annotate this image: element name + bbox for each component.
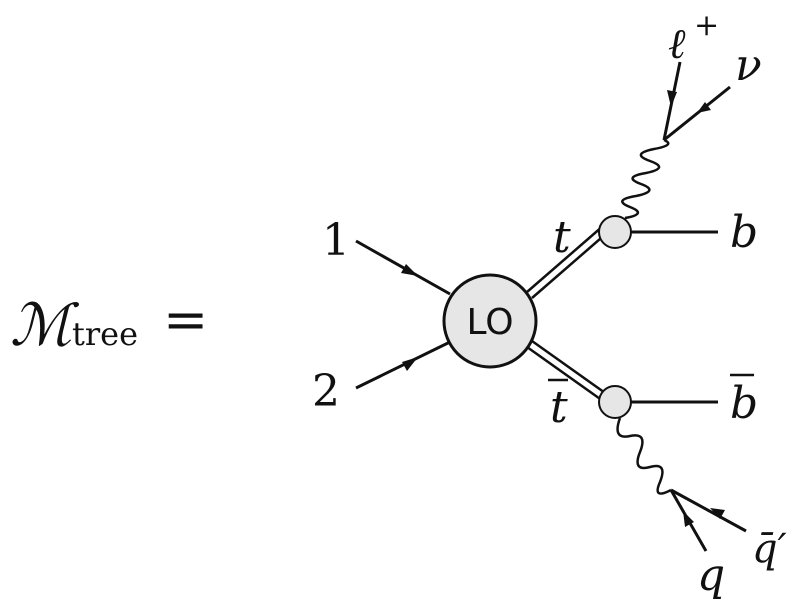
hadronic-arrows	[683, 508, 725, 527]
antiquark-line	[670, 488, 747, 533]
lo-vertex-label: LO	[466, 302, 513, 343]
antiquark-arrow	[710, 508, 725, 519]
antitop-quark-label: t	[550, 382, 568, 433]
neutrino-arrow	[697, 102, 711, 113]
w-plus-boson-line	[621, 138, 670, 220]
incoming-line-1	[355, 239, 451, 296]
incoming-label-2: 2	[312, 366, 340, 417]
antiquark-prime-label: q̄′	[752, 526, 787, 572]
lo-vertex-blob	[442, 273, 538, 369]
arrow-incoming-2	[402, 357, 418, 371]
amplitude-subscript: tree	[72, 315, 138, 353]
antibottom-quark-label: b	[730, 378, 758, 429]
leptonic-decay-lines	[662, 61, 731, 142]
incoming-label-1: 1	[322, 215, 350, 266]
neutrino-label: ν	[735, 40, 762, 91]
w-minus-boson-line	[616, 417, 672, 495]
lepton-charge-label: +	[694, 8, 719, 43]
lepton-label: ℓ	[668, 19, 686, 68]
bottom-quark-label: b	[730, 207, 758, 258]
leptonic-arrows	[667, 90, 711, 113]
antitop-decay-vertex	[598, 385, 632, 419]
equals-sign: =	[163, 288, 208, 351]
incoming-line-2	[355, 340, 451, 390]
incoming-arrows	[401, 264, 418, 371]
lepton-arrow	[667, 90, 677, 107]
amplitude-symbol: ℳ	[10, 291, 80, 359]
hadronic-decay-lines	[669, 488, 747, 552]
arrow-incoming-1	[401, 264, 418, 276]
top-quark-label: t	[553, 212, 571, 263]
antibottom-label-group: b	[730, 373, 758, 429]
antitop-quark-propagator	[526, 339, 609, 403]
antitop-quark-label-group: t	[548, 378, 568, 433]
top-quark-propagator	[526, 225, 609, 299]
amplitude-equation: ℳ tree =	[10, 288, 208, 359]
neutrino-line	[663, 85, 731, 142]
incoming-lines	[355, 239, 451, 390]
quark-label: q	[697, 550, 725, 601]
quark-arrow	[683, 511, 694, 527]
top-decay-vertex	[598, 215, 632, 249]
